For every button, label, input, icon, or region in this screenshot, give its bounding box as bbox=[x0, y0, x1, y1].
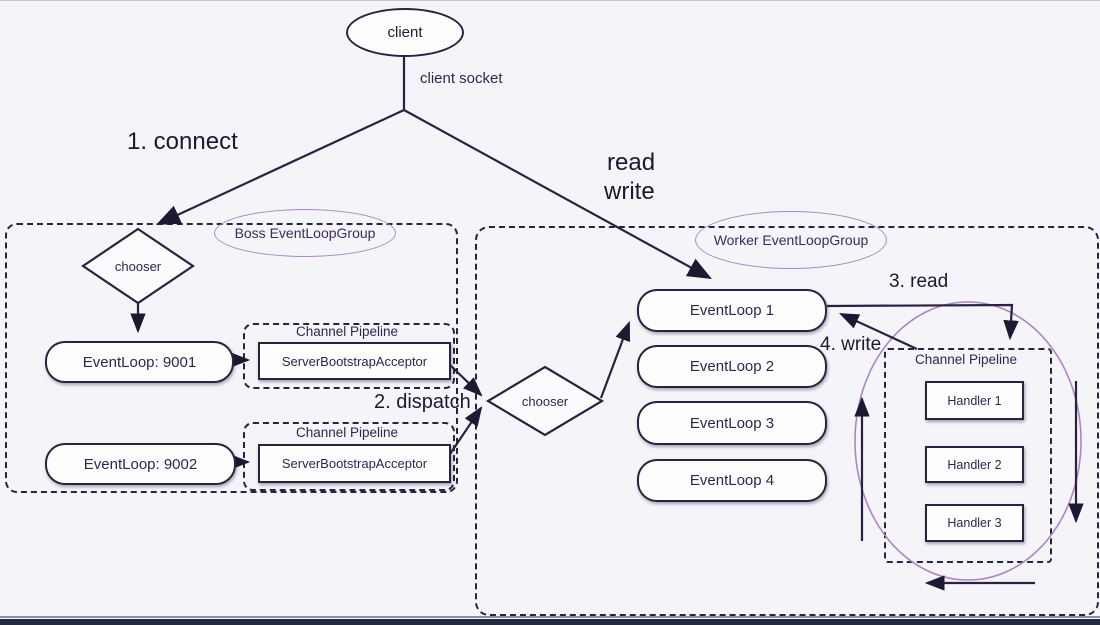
serverbootstrap-acceptor-1: ServerBootstrapAcceptor bbox=[258, 342, 451, 380]
eventloop-1-node: EventLoop 1 bbox=[637, 289, 827, 332]
eventloop-3-label: EventLoop 3 bbox=[690, 415, 774, 432]
worker-pipeline-title: Channel Pipeline bbox=[884, 352, 1048, 367]
boss-chooser-label: chooser bbox=[95, 259, 181, 274]
handler-3-label: Handler 3 bbox=[947, 516, 1001, 530]
handler-1-label: Handler 1 bbox=[947, 394, 1001, 408]
handler-2-label: Handler 2 bbox=[947, 458, 1001, 472]
worker-group-title-ellipse: Worker EventLoopGroup bbox=[695, 211, 887, 269]
handler-2-node: Handler 2 bbox=[925, 446, 1024, 483]
eventloop-9002-label: EventLoop: 9002 bbox=[84, 456, 197, 473]
connect-edge-label: 1. connect bbox=[127, 128, 238, 156]
write-edge-label: write bbox=[604, 178, 655, 206]
write-step-label: 4. write bbox=[820, 334, 881, 356]
serverbootstrap-acceptor-2: ServerBootstrapAcceptor bbox=[258, 444, 451, 483]
boss-pipeline-2-title: Channel Pipeline bbox=[243, 425, 451, 440]
client-socket-label: client socket bbox=[420, 70, 503, 87]
boss-pipeline-1-title: Channel Pipeline bbox=[243, 324, 451, 339]
bottom-bar bbox=[0, 619, 1100, 625]
client-label: client bbox=[387, 24, 422, 41]
handler-1-node: Handler 1 bbox=[925, 381, 1024, 420]
eventloop-4-node: EventLoop 4 bbox=[637, 459, 827, 502]
handler-3-node: Handler 3 bbox=[925, 504, 1024, 542]
boss-group-title: Boss EventLoopGroup bbox=[235, 225, 376, 241]
eventloop-2-node: EventLoop 2 bbox=[637, 345, 827, 388]
eventloop-4-label: EventLoop 4 bbox=[690, 472, 774, 489]
client-node: client bbox=[346, 8, 464, 57]
eventloop-9001-label: EventLoop: 9001 bbox=[83, 354, 196, 371]
dispatch-edge-label: 2. dispatch bbox=[374, 391, 471, 414]
eventloop-9002-node: EventLoop: 9002 bbox=[45, 443, 236, 485]
serverbootstrap-acceptor-2-label: ServerBootstrapAcceptor bbox=[282, 456, 427, 471]
eventloop-3-node: EventLoop 3 bbox=[637, 401, 827, 445]
serverbootstrap-acceptor-1-label: ServerBootstrapAcceptor bbox=[282, 354, 427, 369]
read-edge-label: read bbox=[607, 149, 655, 177]
read-step-label: 3. read bbox=[889, 271, 948, 293]
eventloop-1-label: EventLoop 1 bbox=[690, 302, 774, 319]
worker-chooser-label: chooser bbox=[502, 394, 588, 409]
worker-group-title: Worker EventLoopGroup bbox=[714, 232, 869, 248]
boss-group-title-ellipse: Boss EventLoopGroup bbox=[214, 209, 396, 257]
eventloop-2-label: EventLoop 2 bbox=[690, 358, 774, 375]
eventloop-9001-node: EventLoop: 9001 bbox=[45, 341, 234, 383]
